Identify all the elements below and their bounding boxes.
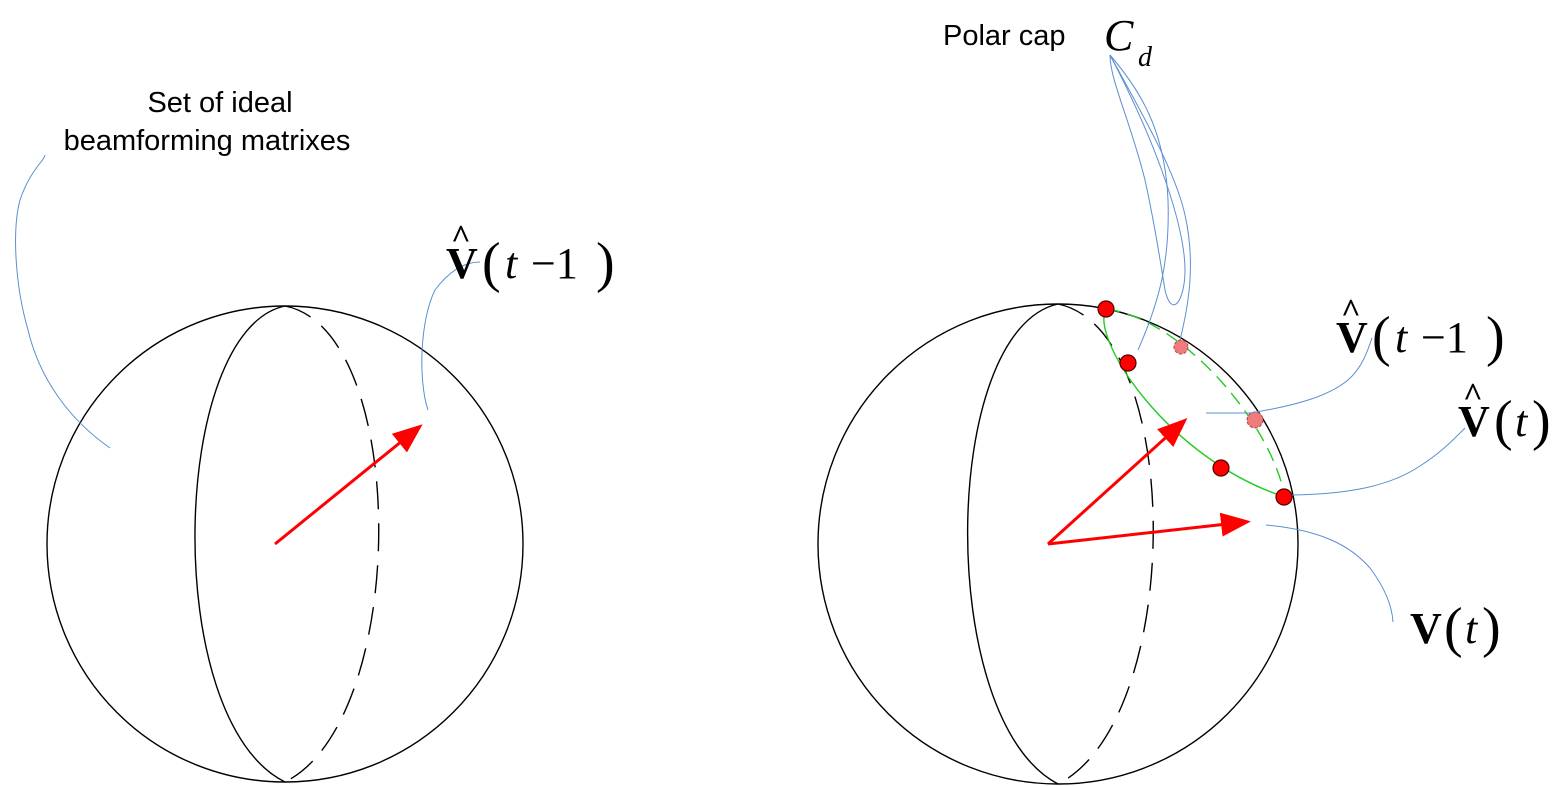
cap-point bbox=[1119, 354, 1137, 372]
vhat-letter: V bbox=[1458, 397, 1490, 446]
right-leader-vhat-t bbox=[1291, 427, 1466, 496]
right-sphere-group: Polar cap C d V ^ ( t −1 ) V ^ ( t ) V (… bbox=[817, 11, 1551, 785]
cap-point-faded bbox=[1173, 339, 1189, 355]
cap-point bbox=[1097, 300, 1115, 318]
v-letter: V bbox=[1410, 604, 1442, 653]
v-open-paren: ( bbox=[1444, 597, 1463, 659]
right-leader-cap-3 bbox=[1109, 54, 1169, 351]
left-sphere-outline bbox=[46, 305, 524, 783]
vhat-arg: t bbox=[505, 239, 519, 288]
cap-point bbox=[1212, 459, 1230, 477]
right-leader-cap-2 bbox=[1109, 54, 1191, 341]
vhat-letter: V bbox=[446, 239, 478, 288]
right-meridian-front bbox=[966, 303, 1059, 785]
left-label-vhat-prev: V ^ ( t −1 ) bbox=[446, 219, 615, 294]
left-vector-arrow bbox=[274, 424, 423, 546]
vhat-letter: V bbox=[1336, 313, 1368, 362]
right-leader-v-t bbox=[1265, 524, 1394, 623]
cap-symbol-letter: C bbox=[1104, 11, 1134, 60]
right-leader-cap-1 bbox=[1109, 54, 1186, 306]
vhat-op: −1 bbox=[1421, 313, 1468, 362]
polar-cap-boundary-front bbox=[1103, 308, 1286, 498]
left-leader-vhat bbox=[421, 261, 481, 411]
v-close-paren: ) bbox=[1482, 597, 1501, 659]
vhat-close-paren: ) bbox=[1486, 306, 1505, 368]
vhat-close-paren: ) bbox=[1532, 390, 1551, 452]
cap-symbol-sub: d bbox=[1138, 42, 1153, 73]
right-label-vhat-prev: V ^ ( t −1 ) bbox=[1336, 293, 1505, 368]
polar-cap-label: Polar cap bbox=[943, 20, 1066, 52]
vhat-hat: ^ bbox=[451, 219, 471, 256]
left-label-set-line2: beamforming matrixes bbox=[64, 125, 351, 157]
vhat-arg: t bbox=[1395, 313, 1409, 362]
left-meridian-front bbox=[194, 305, 286, 783]
vhat-op: −1 bbox=[531, 239, 578, 288]
left-label-set-line1: Set of ideal bbox=[147, 87, 292, 119]
cap-point-faded bbox=[1246, 411, 1264, 429]
vhat-hat: ^ bbox=[1463, 377, 1483, 414]
cap-point bbox=[1275, 488, 1293, 506]
vhat-arg: t bbox=[1515, 397, 1529, 446]
vhat-open-paren: ( bbox=[1372, 306, 1391, 368]
cap-symbol: C d bbox=[1104, 11, 1153, 73]
right-meridian-back bbox=[1057, 303, 1154, 785]
vhat-open-paren: ( bbox=[1494, 390, 1513, 452]
vhat-open-paren: ( bbox=[482, 232, 501, 294]
vhat-hat: ^ bbox=[1341, 293, 1361, 330]
right-vector-vhat-arrow bbox=[1046, 417, 1188, 546]
right-leader-vhat-prev bbox=[1206, 337, 1373, 414]
left-meridian-back bbox=[284, 305, 380, 783]
left-leader-set bbox=[15, 154, 111, 449]
v-arg: t bbox=[1465, 604, 1479, 653]
right-label-v-t: V ( t ) bbox=[1410, 597, 1501, 659]
polar-cap-boundary-back bbox=[1105, 308, 1286, 498]
vhat-close-paren: ) bbox=[596, 232, 615, 294]
right-label-vhat-t: V ^ ( t ) bbox=[1458, 377, 1551, 452]
right-vector-v-arrow bbox=[1047, 512, 1251, 546]
left-sphere-group: Set of ideal beamforming matrixes V ^ ( … bbox=[15, 87, 615, 783]
